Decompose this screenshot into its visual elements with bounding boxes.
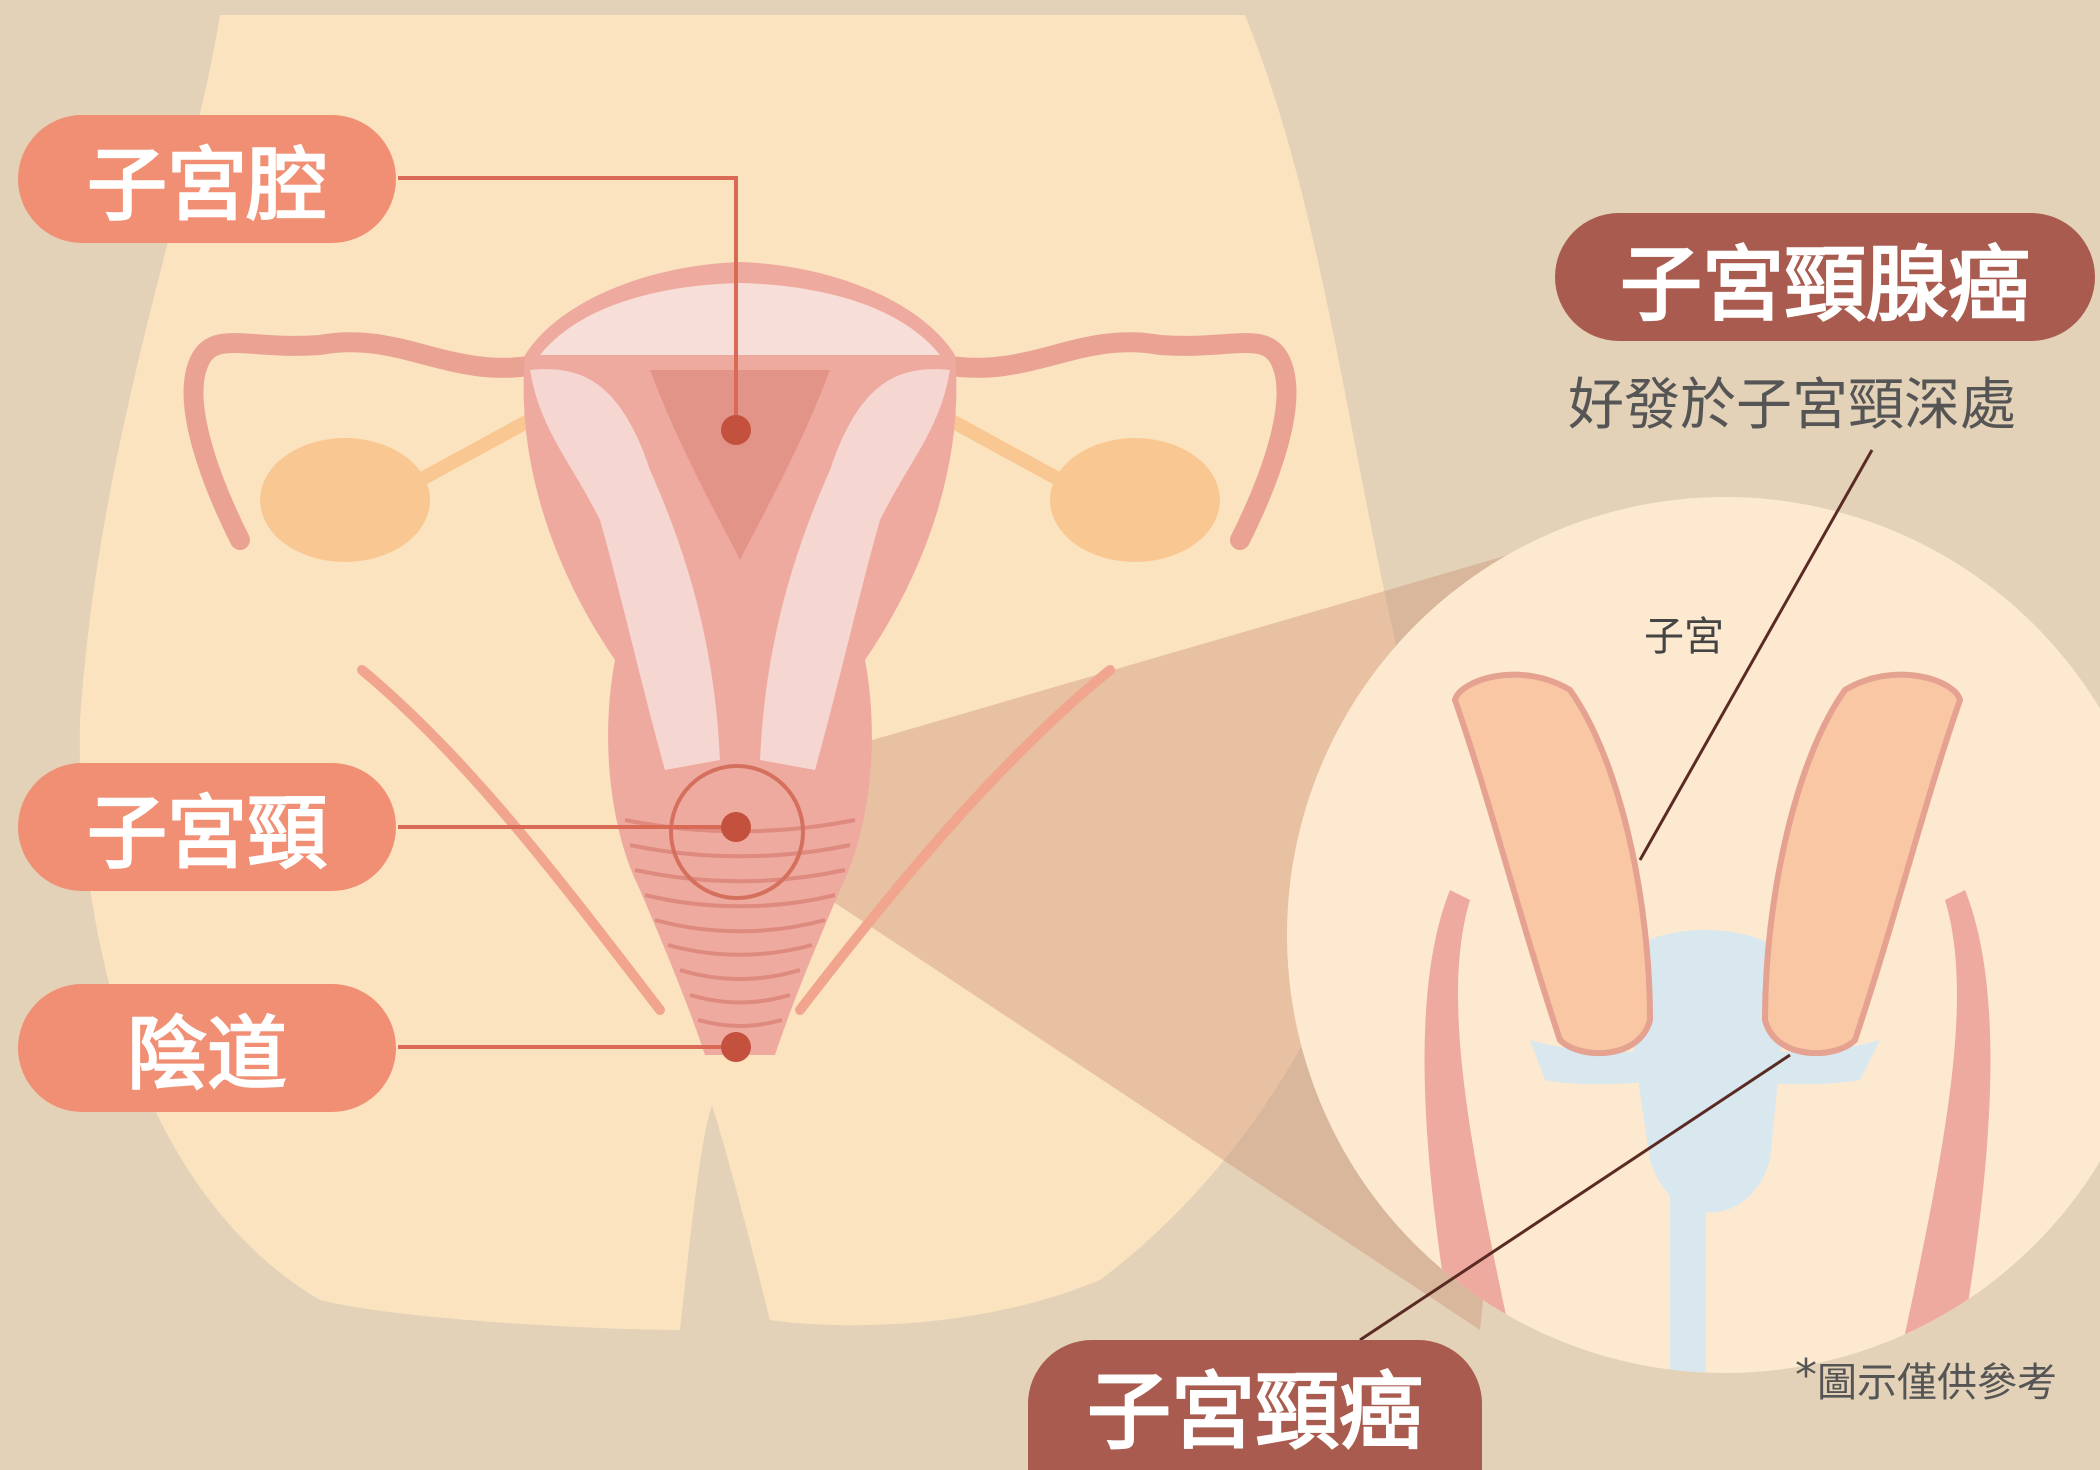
adenocarcinoma-note: 好發於子宮頸深處	[1568, 360, 2016, 441]
ovary-left	[260, 438, 430, 562]
dot-cervix	[721, 812, 751, 842]
dot-uterine-cavity	[721, 415, 751, 445]
ovary-right	[1050, 438, 1220, 562]
footnote-text: 圖示僅供參考	[1817, 1360, 2057, 1406]
dot-vagina	[721, 1032, 751, 1062]
inset-label-uterus: 子宮	[1644, 604, 1724, 662]
footnote: *圖示僅供參考	[1795, 1350, 2057, 1408]
label-cervical-cancer: 子宮頸癌	[1028, 1340, 1482, 1470]
label-adenocarcinoma: 子宮頸腺癌	[1555, 213, 2095, 341]
label-cervix: 子宮頸	[18, 763, 396, 891]
label-vagina: 陰道	[18, 984, 396, 1112]
footnote-star: *	[1795, 1350, 1817, 1401]
label-uterine-cavity: 子宮腔	[18, 115, 396, 243]
speculum-rod	[1670, 1180, 1706, 1380]
